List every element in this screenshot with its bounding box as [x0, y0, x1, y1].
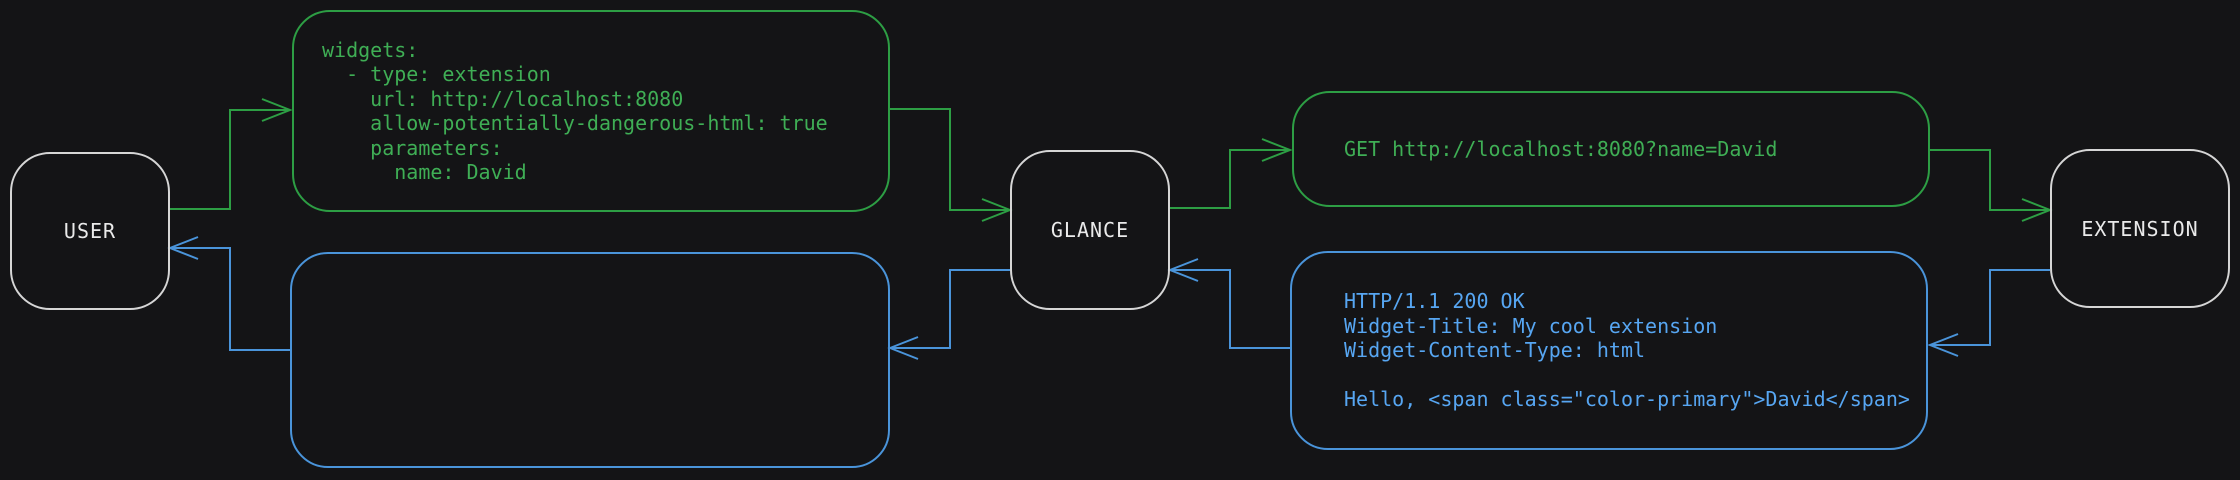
response-line — [1344, 363, 1926, 388]
config-line: parameters: — [322, 135, 503, 160]
arrow-config-to-glance — [890, 108, 1013, 222]
config-line: - type: extension — [322, 62, 551, 86]
arrow-extension-to-response — [1927, 269, 2050, 357]
widget-preview-box: MY COOL EXTENSION Hello, David — [290, 252, 890, 468]
response-line: Hello, <span class="color-primary">David… — [1344, 387, 1910, 412]
node-extension-label: EXTENSION — [2081, 216, 2199, 241]
node-glance: GLANCE — [1010, 150, 1170, 310]
response-line: HTTP/1.1 200 OK — [1344, 289, 1525, 314]
arrow-response-to-glance — [1167, 258, 1290, 349]
http-request-box: GET http://localhost:8080?name=David — [1292, 91, 1930, 207]
arrow-glance-to-request — [1170, 138, 1293, 209]
response-line: Widget-Content-Type: html — [1344, 338, 1646, 363]
node-user-label: USER — [63, 219, 117, 243]
node-user: USER — [10, 152, 170, 310]
config-line: allow-potentially-dangerous-html: true — [322, 111, 828, 135]
arrow-user-to-config — [170, 98, 293, 210]
node-glance-label: GLANCE — [1050, 218, 1130, 242]
arrow-request-to-extension — [1930, 149, 2053, 222]
response-line: Widget-Title: My cool extension — [1344, 313, 1718, 338]
request-line: GET http://localhost:8080?name=David — [1344, 136, 1778, 161]
config-line: url: http://localhost:8080 — [322, 86, 684, 111]
config-line: name: David — [322, 160, 527, 184]
arrow-widget-to-user — [167, 236, 290, 351]
config-yaml-box: widgets: - type: extension url: http://l… — [292, 10, 890, 212]
node-extension: EXTENSION — [2050, 149, 2230, 308]
arrow-glance-to-widget — [887, 269, 1010, 360]
http-response-box: HTTP/1.1 200 OK Widget-Title: My cool ex… — [1290, 251, 1928, 450]
config-line: widgets: — [322, 37, 419, 62]
